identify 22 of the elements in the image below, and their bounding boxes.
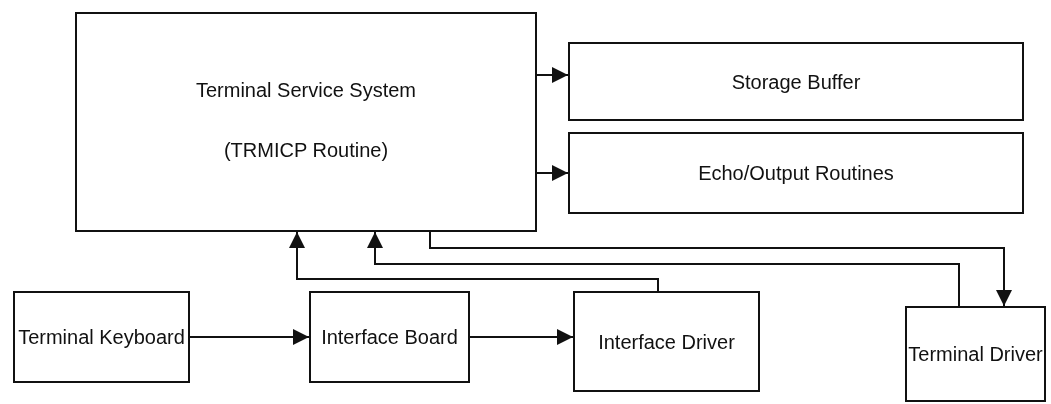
box-label: Terminal Keyboard — [18, 325, 185, 350]
process-box — [75, 12, 537, 232]
arrow — [289, 231, 659, 292]
arrow — [429, 231, 1012, 307]
process-box — [568, 42, 1024, 121]
arrow — [469, 329, 574, 345]
process-box — [13, 291, 190, 383]
box-label: Interface Board — [321, 325, 458, 350]
process-box — [309, 291, 470, 383]
box-label: Terminal Service System — [195, 78, 417, 103]
box-label: Echo/Output Routines — [698, 161, 894, 186]
process-box — [568, 132, 1024, 214]
box-label: Terminal Driver — [908, 342, 1043, 367]
box-label: Storage Buffer — [731, 69, 861, 95]
arrow — [367, 231, 960, 307]
arrow — [536, 67, 569, 83]
arrow — [189, 329, 310, 345]
arrow — [536, 165, 569, 181]
box-label: (TRMICP Routine) — [223, 138, 389, 163]
box-label: Interface Driver — [598, 329, 735, 355]
process-box — [905, 306, 1046, 402]
process-box — [573, 291, 760, 392]
